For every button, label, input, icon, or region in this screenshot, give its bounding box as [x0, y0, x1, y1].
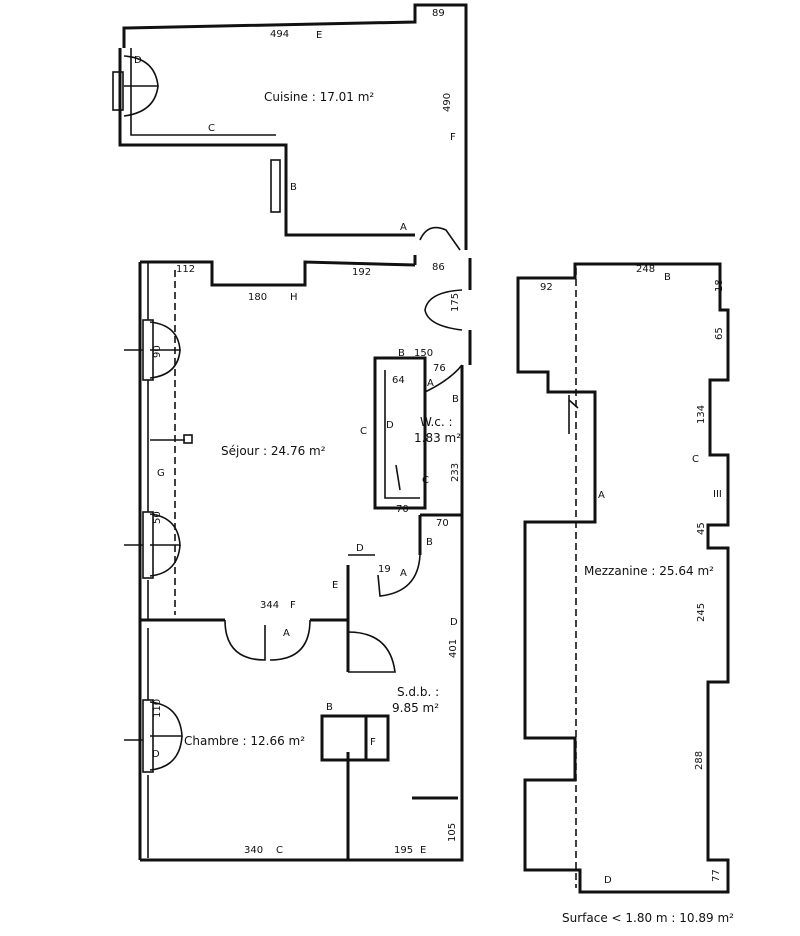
dimension-label: 288 — [694, 751, 705, 770]
wall-tag: F — [450, 132, 456, 143]
wall-tag: E — [420, 845, 426, 856]
dimension-label: 494 — [270, 29, 289, 40]
wall-tag: D — [450, 617, 458, 628]
dimension-label: 192 — [352, 267, 371, 278]
room-label-wc-1: W.c. : — [420, 415, 453, 429]
wall-tag: B — [452, 394, 459, 405]
entry-door — [424, 289, 463, 331]
main-walls — [138, 258, 472, 862]
dimension-label: 175 — [450, 293, 461, 312]
wall-tag: E — [332, 580, 338, 591]
dimension-label: 89 — [432, 8, 445, 19]
wall-tag: A — [598, 490, 605, 501]
dimension-label: 195 — [394, 845, 413, 856]
wall-tag: G — [157, 468, 165, 479]
dimension-label: 340 — [244, 845, 263, 856]
dimension-label: 490 — [442, 93, 453, 112]
room-label-mezzanine: Mezzanine : 25.64 m² — [584, 564, 714, 578]
wall-tag: A — [400, 568, 407, 579]
kitchen-window — [270, 159, 281, 213]
dimension-label: 19 — [378, 564, 391, 575]
wall-tag: C — [208, 123, 215, 134]
dimension-label: 401 — [448, 639, 459, 658]
dimension-label: 110 — [152, 699, 163, 718]
kitchen-door-left — [123, 55, 159, 117]
dimension-label: 92 — [540, 282, 553, 293]
mezzanine-walls — [516, 262, 730, 894]
wall-tag: C — [692, 454, 699, 465]
dimension-label: 65 — [714, 327, 725, 340]
dimension-label: 112 — [176, 264, 195, 275]
dimension-label: 233 — [450, 463, 461, 482]
wall-tag: A — [427, 378, 434, 389]
dimension-label: 70 — [436, 518, 449, 529]
kitchen-window-left — [112, 71, 124, 111]
dimension-label: 50 — [152, 511, 163, 524]
dimension-label: 150 — [414, 348, 433, 359]
wall-tag: D — [386, 420, 394, 431]
sejour-marks — [150, 434, 193, 444]
dimension-label: 76 — [433, 363, 446, 374]
room-label-cuisine: Cuisine : 17.01 m² — [264, 90, 374, 104]
dimension-label: 77 — [711, 869, 722, 882]
dimension-label: 18 — [714, 279, 725, 292]
dimension-label: 248 — [636, 264, 655, 275]
dimension-label: 344 — [260, 600, 279, 611]
dimension-label: 45 — [696, 522, 707, 535]
room-label-chambre: Chambre : 12.66 m² — [184, 734, 305, 748]
dimension-label: 90 — [152, 345, 163, 358]
room-label-sdb-2: 9.85 m² — [392, 701, 439, 715]
wall-tag: C — [360, 426, 367, 437]
sdb-fixtures — [320, 714, 390, 762]
wall-tag: III — [713, 489, 722, 500]
door-sdb — [347, 631, 396, 673]
door-sejour-chambre — [224, 619, 311, 661]
wall-tag: D — [356, 543, 364, 554]
kitchen-walls — [112, 3, 468, 265]
wall-tag: A — [400, 222, 407, 233]
wall-tag: H — [290, 292, 298, 303]
door-passage — [377, 554, 421, 597]
wall-tag: D — [604, 875, 612, 886]
room-label-sejour: Séjour : 24.76 m² — [221, 444, 326, 458]
wall-tag: C — [422, 475, 429, 486]
dimension-label: 70 — [396, 504, 409, 515]
wall-tag: F — [370, 737, 376, 748]
wall-tag: E — [316, 30, 322, 41]
kitchen-door-entry — [419, 226, 461, 251]
dimension-label: 134 — [696, 405, 707, 424]
wall-tag: D — [134, 55, 142, 66]
room-label-sdb-1: S.d.b. : — [397, 685, 439, 699]
wall-tag: B — [426, 537, 433, 548]
wall-tag: F — [290, 600, 296, 611]
dimension-label: 86 — [432, 262, 445, 273]
wall-tag: A — [283, 628, 290, 639]
dimension-label: 180 — [248, 292, 267, 303]
wall-tag: D — [152, 749, 160, 760]
surface-note: Surface < 1.80 m : 10.89 m² — [562, 911, 734, 925]
wall-tag: B — [664, 272, 671, 283]
wall-tag: B — [290, 182, 297, 193]
dimension-label: 105 — [447, 823, 458, 842]
wall-tag: B — [398, 348, 405, 359]
dimension-label: 64 — [392, 375, 405, 386]
room-label-wc-2: 1.83 m² — [414, 431, 461, 445]
left-window-doors — [124, 319, 183, 773]
wall-tag: B — [326, 702, 333, 713]
wc-block — [373, 356, 463, 510]
wall-tag: C — [276, 845, 283, 856]
dimension-label: 245 — [696, 603, 707, 622]
